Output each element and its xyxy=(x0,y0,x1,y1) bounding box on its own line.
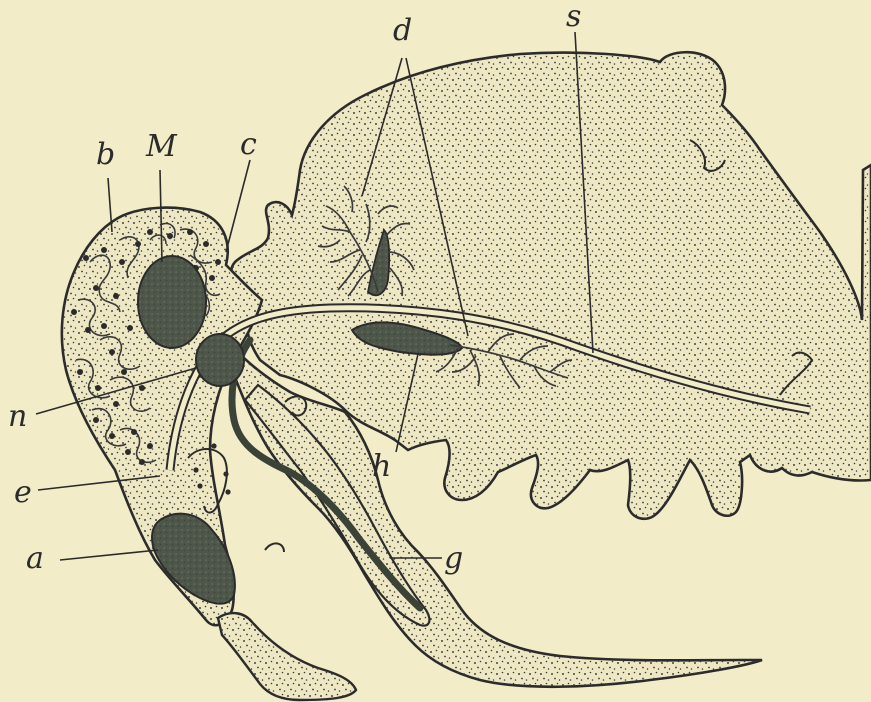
label-h: h xyxy=(372,452,391,482)
label-M: M xyxy=(146,132,177,162)
label-b: b xyxy=(96,140,115,170)
label-n: n xyxy=(8,402,27,432)
label-e: e xyxy=(14,478,32,508)
organ-M xyxy=(138,256,206,348)
label-a: a xyxy=(26,544,44,574)
label-g: g xyxy=(444,544,463,574)
label-s: s xyxy=(566,2,581,32)
label-d: d xyxy=(393,16,412,46)
label-c: c xyxy=(240,130,257,160)
organ-n xyxy=(196,334,244,386)
